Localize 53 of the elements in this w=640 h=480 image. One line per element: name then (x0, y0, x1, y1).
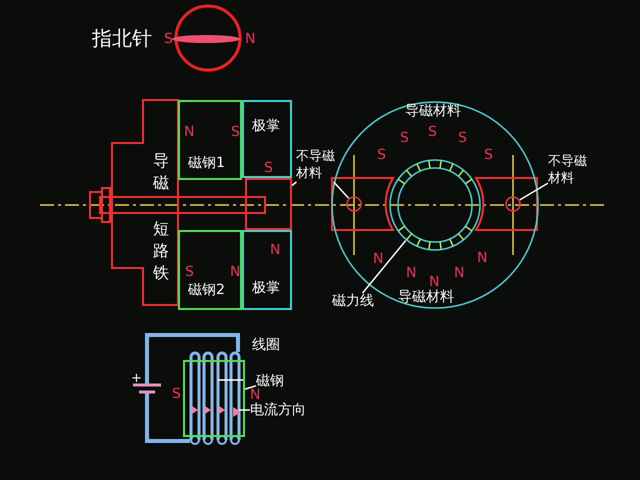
part-label: 线圈 (252, 336, 280, 354)
part-label: 极掌 (252, 280, 280, 296)
field-line-ring (389, 159, 481, 251)
magnet-block (178, 230, 242, 310)
part-label: 极掌 (252, 118, 280, 134)
pole-letter: N (373, 251, 384, 267)
pole-letter: S (484, 147, 493, 163)
magnet-block (178, 100, 242, 180)
pole-letter: S (428, 124, 437, 140)
hole-circle (505, 196, 521, 212)
pole-letter: S (377, 147, 386, 163)
hole-circle (346, 196, 362, 212)
part-label: 电流方向 (250, 402, 306, 418)
leader-line (239, 409, 250, 411)
pole-letter: S (231, 124, 240, 140)
magnet-block (183, 360, 245, 437)
part-label: 磁钢2 (188, 282, 225, 298)
part-label: 磁钢 (256, 373, 284, 389)
leader-line (292, 181, 297, 186)
yoke-part (112, 100, 178, 305)
part-label: 磁钢1 (188, 155, 225, 171)
part-label: 短路铁 (153, 218, 169, 284)
pole-letter: N (184, 124, 194, 140)
insert-block (245, 178, 292, 230)
part-label: 导磁材料 (405, 103, 461, 119)
part-label: 导磁材料 (398, 289, 454, 305)
pole-letter: S (172, 386, 181, 402)
part-label: 不导磁材料 (548, 153, 588, 187)
pole-piece (242, 100, 292, 178)
pole-letter: N (429, 274, 440, 290)
pole-letter: S (400, 130, 409, 146)
current-arrow (233, 407, 241, 417)
plus-sign: + (131, 370, 142, 387)
part-label: 不导磁材料 (296, 148, 336, 182)
pole-letter: N (230, 264, 240, 280)
title-label: 指北针 (92, 26, 152, 50)
leader-line (362, 240, 406, 294)
part-label: 导磁 (153, 150, 169, 194)
pole-letter: S (164, 30, 173, 48)
pole-letter: N (477, 250, 488, 266)
pole-letter: N (250, 387, 260, 403)
leader-line (333, 182, 350, 199)
leader-line (519, 182, 548, 201)
pole-letter: S (458, 130, 467, 146)
pole-letter: S (264, 160, 273, 176)
pole-letter: N (270, 242, 280, 258)
pole-letter: N (245, 30, 256, 48)
part-label: 磁力线 (332, 293, 374, 309)
pole-letter: N (406, 265, 416, 281)
pole-letter: S (185, 264, 194, 280)
pole-letter: N (454, 265, 464, 281)
pole-piece (242, 230, 292, 310)
leader-line (244, 385, 256, 390)
